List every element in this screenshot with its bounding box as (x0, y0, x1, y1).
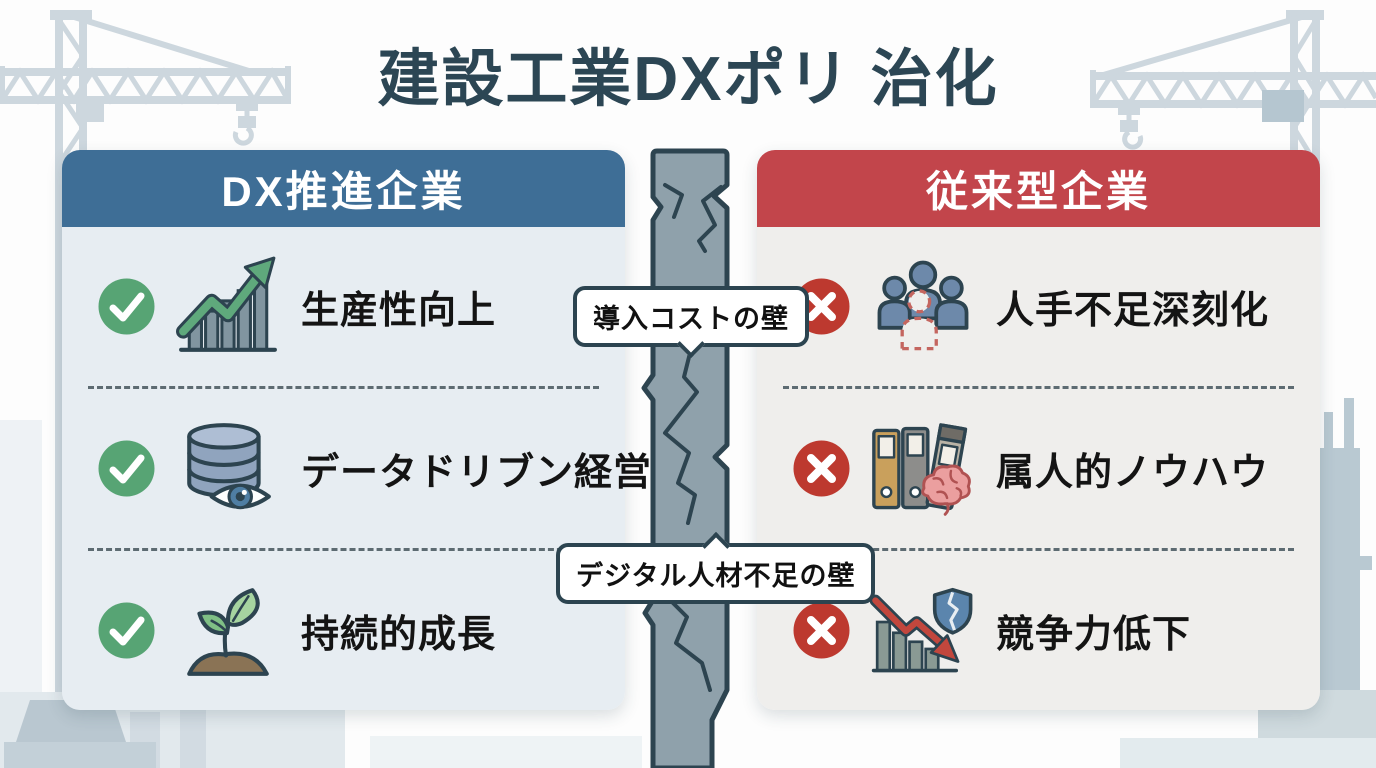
binders-brain-icon (870, 418, 976, 520)
traditional-company-panel-header: 従来型企業 (757, 150, 1320, 227)
list-item-label: 持続的成長 (301, 614, 497, 656)
list-item-label: データドリブン経営 (301, 452, 653, 494)
dx-company-panel: DX推進企業 生産性向上 (62, 150, 651, 710)
list-item-label: 生産性向上 (301, 290, 497, 332)
cross-icon (793, 440, 850, 497)
list-item: 持続的成長 (88, 548, 599, 710)
list-item: 人手不足深刻化 (783, 227, 1294, 386)
missing-worker-icon (870, 256, 976, 358)
check-icon (98, 278, 155, 335)
list-item: データドリブン経営 (88, 386, 651, 548)
wall-label-cost-text: 導入コストの壁 (593, 304, 789, 334)
traditional-company-panel: 従来型企業 (757, 150, 1320, 710)
list-item-label: 競争力低下 (996, 614, 1192, 656)
traditional-company-panel-body: 人手不足深刻化 (757, 227, 1320, 710)
growth-chart-icon (175, 256, 281, 358)
declining-chart-shield-icon (870, 580, 976, 682)
wall-label-digital-talent: デジタル人材不足の壁 (556, 531, 876, 604)
dx-company-panel-body: 生産性向上 データドリブン経営 (62, 227, 651, 710)
list-item-label: 属人的ノウハウ (996, 452, 1270, 494)
list-item: 生産性向上 (88, 227, 599, 386)
buildings-silhouette-left (0, 420, 642, 768)
list-item: 競争力低下 (783, 548, 1294, 710)
page-title: 建設工業DXポリ 治化 (377, 45, 999, 114)
database-eye-icon (175, 418, 281, 520)
seedling-icon (175, 580, 281, 682)
list-item-label: 人手不足深刻化 (996, 290, 1270, 332)
list-item: 属人的ノウハウ (783, 386, 1294, 548)
check-icon (98, 440, 155, 497)
wall-label-digital-talent-text: デジタル人材不足の壁 (576, 561, 856, 591)
check-icon (98, 602, 155, 659)
cross-icon (793, 602, 850, 659)
wall-label-cost: 導入コストの壁 (573, 286, 809, 359)
dx-company-panel-header: DX推進企業 (62, 150, 625, 227)
